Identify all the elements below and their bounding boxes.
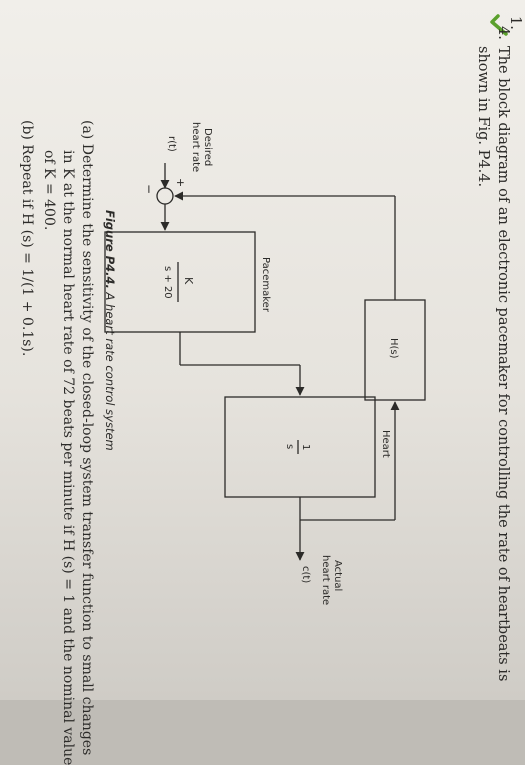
sum-plus-sign: + bbox=[174, 178, 187, 187]
output-signal: c(t) bbox=[300, 566, 311, 583]
caption-label: Figure P4.4. bbox=[103, 210, 117, 289]
block-diagram: Desired heart rate r(t) + − Pacemaker K … bbox=[104, 122, 426, 605]
input-signal: r(t) bbox=[166, 136, 177, 152]
part-a-line-3: of K = 400. bbox=[41, 150, 57, 231]
caption-text: A heart rate control system bbox=[103, 292, 117, 451]
heart-denominator: s bbox=[284, 444, 295, 449]
pacemaker-block bbox=[104, 231, 256, 333]
part-b-line-1: (b) Repeat if H (s) = 1/(1 + 0.1s). bbox=[19, 120, 35, 357]
heart-title: Heart bbox=[380, 430, 391, 458]
check-mark-icon bbox=[490, 14, 508, 36]
pacemaker-denominator: s + 20 bbox=[162, 266, 173, 299]
pacemaker-title: Pacemaker bbox=[260, 257, 271, 313]
part-a-line-1: (a) Determine the sensitivity of the clo… bbox=[79, 120, 95, 756]
sum-minus-sign: − bbox=[142, 184, 156, 194]
pacemaker-numerator: K bbox=[182, 277, 195, 285]
input-label-2: heart rate bbox=[190, 122, 201, 172]
output-label-2: heart rate bbox=[320, 555, 331, 605]
summing-junction bbox=[156, 187, 174, 205]
figure-caption: Figure P4.4. A heart rate control system bbox=[103, 210, 117, 451]
feedback-label: H(s) bbox=[388, 338, 399, 359]
input-label-1: Desired bbox=[202, 128, 213, 166]
heart-numerator: 1 bbox=[300, 444, 311, 450]
output-label-1: Actual bbox=[332, 560, 343, 591]
part-a-line-2: in K at the normal heart rate of 72 beat… bbox=[60, 150, 76, 765]
